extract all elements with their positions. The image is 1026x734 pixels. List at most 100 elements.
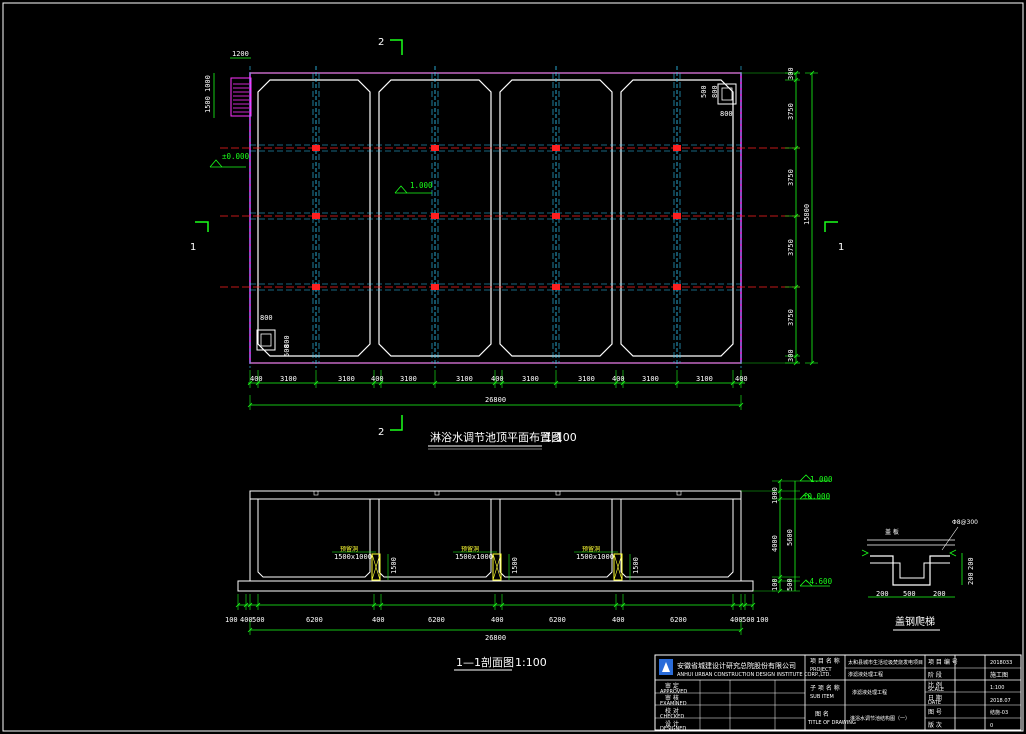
opening-size: 1500x1000 (334, 553, 372, 561)
wall-opening (492, 553, 502, 581)
wall-opening (613, 553, 623, 581)
dim-text: 200 (876, 590, 889, 598)
section-level-top: 1.000 (799, 474, 833, 484)
dim-text: 1000 (771, 487, 779, 504)
dim-text: 400 (730, 616, 743, 624)
role-label: 审 核 (665, 694, 679, 702)
detail-side-label: Φ8@300 (952, 519, 978, 526)
opening-size: 1500x1000 (455, 553, 493, 561)
dim-text: 3750 (787, 309, 795, 326)
drawing-name: 淋浴水调节池结构图（一） (850, 715, 910, 722)
version-value: 0 (990, 723, 993, 729)
dim-text: 400 (372, 616, 385, 624)
section-chamber (620, 498, 734, 578)
stair-symbol (230, 77, 252, 117)
section-mark-1-left: 1 (190, 221, 209, 253)
dim-text: 1500 (204, 96, 212, 113)
opening-size: 1500x1000 (576, 553, 614, 561)
chamber-outline (499, 79, 613, 357)
dim-text: 6200 (670, 616, 687, 624)
dim-text: 1000 (204, 75, 212, 92)
project-label-en: PROJECT (810, 667, 833, 673)
section-title: 1—1剖面图 (456, 655, 514, 669)
company-name-en: ANHUI URBAN CONSTRUCTION DESIGN INSTITUT… (677, 672, 831, 678)
column-marker (552, 145, 560, 151)
dim-text: 300 (787, 349, 795, 362)
column-marker (673, 145, 681, 151)
dim-text: 400 (735, 375, 748, 383)
dim-text: 3100 (338, 375, 355, 383)
date-label: 日 期 (928, 694, 942, 702)
chamber-outline (378, 79, 492, 357)
hatch-bottom-left (256, 329, 276, 351)
dim-text: 800 (720, 110, 733, 118)
dim-text: 500 (903, 590, 916, 598)
dim-text: 4000 (771, 535, 779, 552)
chamber-outlines (257, 79, 734, 357)
dim-text: 800 (260, 314, 273, 322)
section-mark-1-right: 1 (824, 221, 844, 253)
dim-text: 500 (742, 616, 755, 624)
drawing-label: 图 名 (815, 710, 829, 718)
opening-height: 1500 (511, 557, 519, 574)
total-width-text: 26800 (485, 396, 506, 404)
column-marker (312, 213, 320, 219)
dim-text: 500 (700, 85, 708, 98)
scale-label-en: SCALE (928, 687, 944, 693)
section-chamber (378, 498, 492, 578)
column-marker (431, 145, 439, 151)
dim-text: 100 (756, 616, 769, 624)
dim-text: 3100 (642, 375, 659, 383)
company-name: 安徽省城建设计研究总院股份有限公司 (677, 661, 796, 670)
role-label-en: EXAMINED (660, 701, 687, 707)
dim-text: 500 (786, 578, 794, 591)
level-roof: 1.000 (394, 181, 433, 194)
section-mark-label: 2 (378, 37, 384, 48)
opening-label: 预留洞 (582, 545, 600, 553)
chamber-outline (257, 79, 371, 357)
dim-text: 200 (967, 557, 975, 570)
date-value: 2018.07 (990, 698, 1011, 704)
role-label-en: APPROVED (660, 689, 687, 695)
level-text: -4.600 (805, 577, 833, 586)
dim-text: 3100 (456, 375, 473, 383)
plan-scale: 1:100 (545, 431, 577, 444)
subitem-name-top: 渗滤液处理工程 (848, 671, 883, 678)
level-outside: ±0.000 (209, 152, 250, 168)
section-view: 预留洞1500x10001500预留洞1500x10001500预留洞1500x… (225, 474, 833, 671)
dim-text: 5600 (786, 529, 794, 546)
dim-text: 1200 (232, 50, 249, 58)
dim-text: 100 (225, 616, 238, 624)
date-label-en: DATE (928, 700, 941, 706)
project-label: 项 目 名 称 (810, 657, 840, 665)
detail-top-label: 盖 板 (885, 528, 899, 536)
column-marker (673, 284, 681, 290)
role-label: 校 对 (665, 707, 679, 715)
dim-text: 3100 (280, 375, 297, 383)
sheet-label: 图 号 (928, 709, 942, 716)
level-text: ±0.000 (803, 492, 831, 501)
opening-height: 1500 (632, 557, 640, 574)
plan-title: 淋浴水调节池顶平面布置图 (430, 431, 562, 444)
plan-outline (249, 72, 742, 364)
scale-value: 1:100 (990, 685, 1004, 691)
section-level-bottom: -4.600 (799, 577, 833, 587)
dim-text: 6200 (306, 616, 323, 624)
title-block: 安徽省城建设计研究总院股份有限公司 ANHUI URBAN CONSTRUCTI… (654, 654, 1022, 732)
opening-label: 预留洞 (340, 545, 358, 553)
section-mark-2-top: 2 (378, 37, 403, 55)
dim-text: 3100 (696, 375, 713, 383)
level-text: 1.000 (410, 181, 433, 190)
dim-text: 400 (491, 375, 504, 383)
opening-label: 预留洞 (461, 545, 479, 553)
dim-text: 400 (612, 616, 625, 624)
section-scale: 1:100 (515, 656, 547, 669)
dim-text: 6200 (549, 616, 566, 624)
stage-value: 施工图 (990, 671, 1008, 679)
section-mark-label: 2 (378, 427, 384, 438)
section-chamber (257, 498, 371, 578)
dim-text: 400 (612, 375, 625, 383)
dim-text: 3750 (787, 239, 795, 256)
